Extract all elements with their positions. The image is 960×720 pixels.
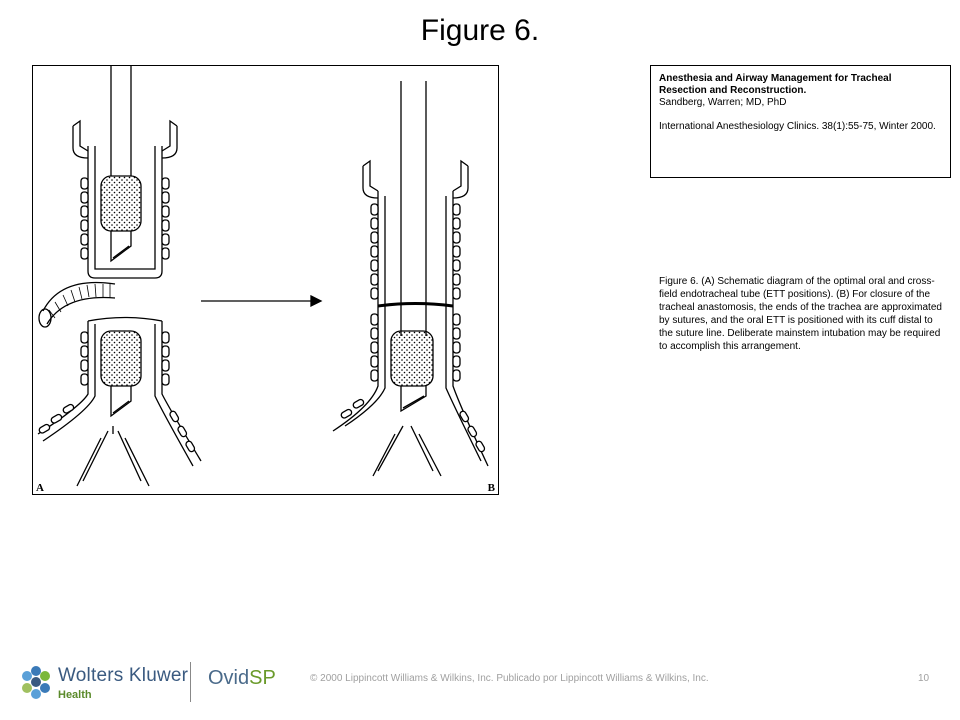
brand-sub: Health [58, 689, 92, 701]
citation-authors: Sandberg, Warren; MD, PhD [659, 97, 787, 108]
product-prefix: Ovid [208, 667, 250, 689]
slide-title: Figure 6. [420, 14, 540, 47]
product-suffix: SP [249, 667, 276, 689]
panel-label-b: B [487, 482, 495, 494]
citation-title: Anesthesia and Airway Management for Tra… [659, 73, 892, 96]
panel-b-trachea [332, 81, 489, 477]
panel-label-a: A [36, 482, 44, 494]
footer-logo: Wolters Kluwer Health OvidSP [18, 660, 278, 705]
citation-box: Anesthesia and Airway Management for Tra… [650, 65, 951, 178]
figure-caption: Figure 6. (A) Schematic diagram of the o… [659, 276, 942, 352]
figure-illustration: A B [32, 65, 499, 495]
logo-divider [190, 662, 191, 702]
page-number: 10 [918, 673, 930, 684]
product-name: OvidSP [208, 667, 276, 690]
wolters-kluwer-logo-icon [22, 666, 50, 699]
transition-arrow [201, 294, 323, 308]
footer-copyright: © 2000 Lippincott Williams & Wilkins, In… [310, 673, 709, 684]
panel-a-top-trachea [72, 66, 178, 279]
tracheal-diagram [37, 66, 489, 487]
brand-name: Wolters Kluwer [58, 665, 189, 686]
panel-a-bottom-trachea [37, 281, 202, 487]
citation-journal: International Anesthesiology Clinics. 38… [659, 121, 936, 132]
